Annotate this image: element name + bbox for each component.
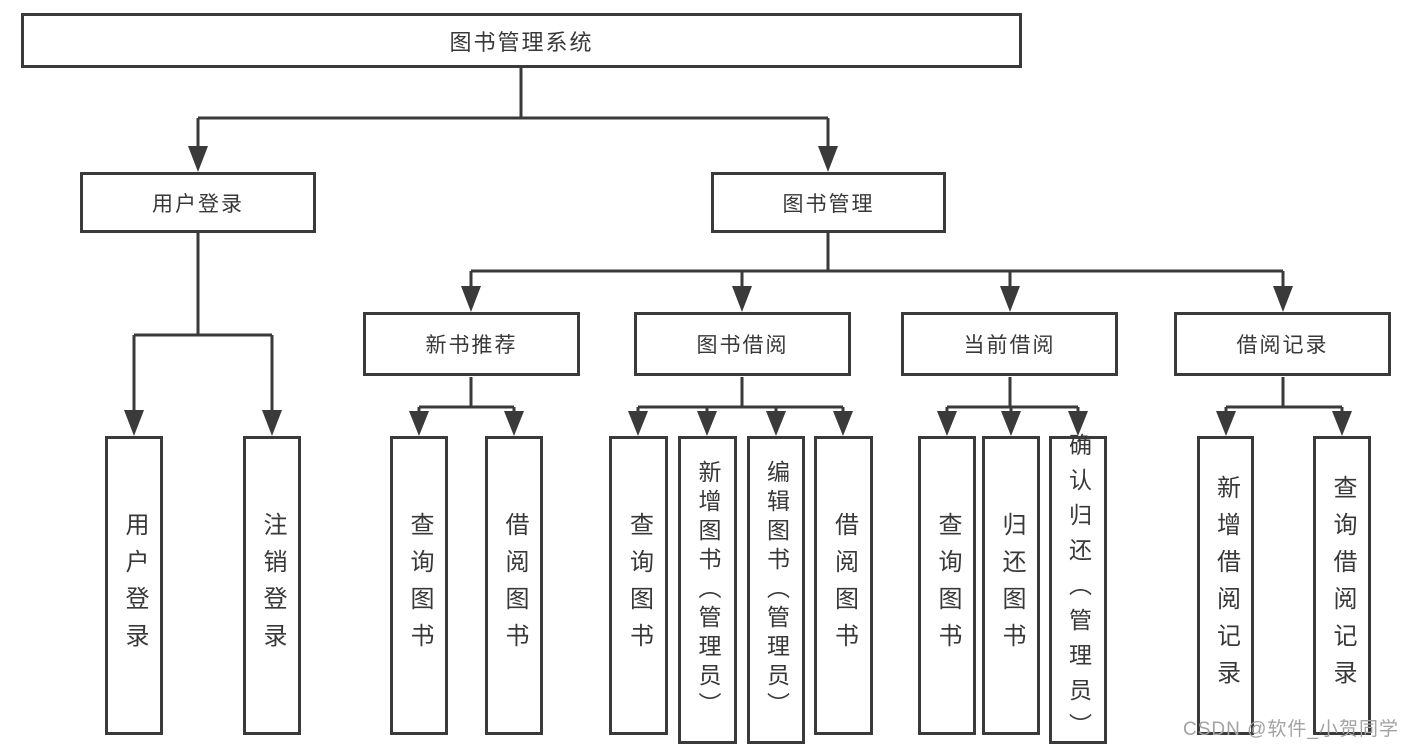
arrowhead-icon [188, 146, 208, 172]
arrowhead-icon [1068, 411, 1088, 436]
node-label: 查询图书 [934, 511, 961, 660]
arrowhead-icon [461, 286, 481, 312]
arrowhead-icon [124, 410, 144, 436]
node-new-book-recommendation: 新书推荐 [363, 312, 580, 376]
node-label: 查询借阅记录 [1329, 474, 1356, 697]
node-leaf-search-books-recommend: 查询图书 [390, 436, 448, 735]
node-label: 归还图书 [998, 511, 1025, 660]
node-label: 图书管理 [782, 192, 875, 216]
node-label: 借阅图书 [830, 511, 858, 660]
arrowhead-icon [628, 411, 648, 436]
arrowhead-icon [504, 411, 524, 436]
arrowhead-icon [1216, 411, 1236, 436]
node-book-management-branch: 图书管理 [711, 172, 946, 233]
arrowhead-icon [1332, 411, 1352, 436]
node-leaf-edit-books-admin: 编辑图书（管理员） [747, 436, 805, 744]
arrowhead-icon [818, 146, 838, 172]
node-label: 当前借阅 [963, 334, 1056, 357]
node-label: 编辑图书（管理员） [763, 459, 790, 721]
node-leaf-logout: 注销登录 [243, 436, 301, 735]
node-leaf-search-books-borrowing: 查询图书 [609, 436, 668, 735]
node-label: 查询图书 [406, 511, 433, 660]
node-leaf-confirm-return-admin: 确认归还（管理员） [1049, 432, 1107, 747]
arrowhead-icon [732, 286, 752, 312]
node-label: 用户登录 [121, 511, 148, 660]
node-leaf-add-books-admin: 新增图书（管理员） [678, 436, 737, 744]
node-label: 新增借阅记录 [1212, 474, 1240, 697]
csdn-watermark: CSDN @软件_小贺同学 [1183, 719, 1399, 740]
node-leaf-search-books-current: 查询图书 [918, 436, 976, 735]
node-label: 查询图书 [625, 511, 653, 660]
node-library-management-system: 图书管理系统 [21, 13, 1022, 68]
arrowhead-icon [937, 411, 957, 436]
arrowhead-icon [833, 411, 853, 436]
node-label: 新书推荐 [425, 334, 518, 357]
node-current-borrowing: 当前借阅 [901, 312, 1118, 376]
node-leaf-return-books: 归还图书 [982, 436, 1040, 735]
node-user-login-branch: 用户登录 [80, 172, 316, 233]
node-label: 借阅记录 [1236, 334, 1329, 357]
node-label: 用户登录 [152, 192, 244, 216]
node-label: 确认归还（管理员） [1065, 432, 1092, 747]
node-label: 图书借阅 [696, 334, 789, 357]
arrowhead-icon [1000, 286, 1020, 312]
arrowhead-icon [766, 411, 786, 436]
node-leaf-borrow-books-borrowing: 借阅图书 [814, 436, 873, 735]
arrowhead-icon [409, 411, 429, 436]
node-label: 注销登录 [259, 511, 286, 660]
node-leaf-add-borrow-record: 新增借阅记录 [1197, 436, 1254, 735]
node-leaf-search-borrow-record: 查询借阅记录 [1313, 436, 1371, 735]
node-label: 新增图书（管理员） [695, 459, 721, 721]
node-book-borrowing: 图书借阅 [634, 312, 851, 376]
node-borrowing-records: 借阅记录 [1174, 312, 1391, 376]
arrowhead-icon [262, 410, 282, 436]
node-leaf-user-login: 用户登录 [105, 436, 163, 735]
node-label: 借阅图书 [501, 511, 528, 660]
arrowhead-icon [1273, 286, 1293, 312]
node-label: 图书管理系统 [449, 29, 594, 55]
arrowhead-icon [697, 411, 717, 436]
arrowhead-icon [1001, 411, 1021, 436]
node-leaf-borrow-books-recommend: 借阅图书 [485, 436, 543, 735]
